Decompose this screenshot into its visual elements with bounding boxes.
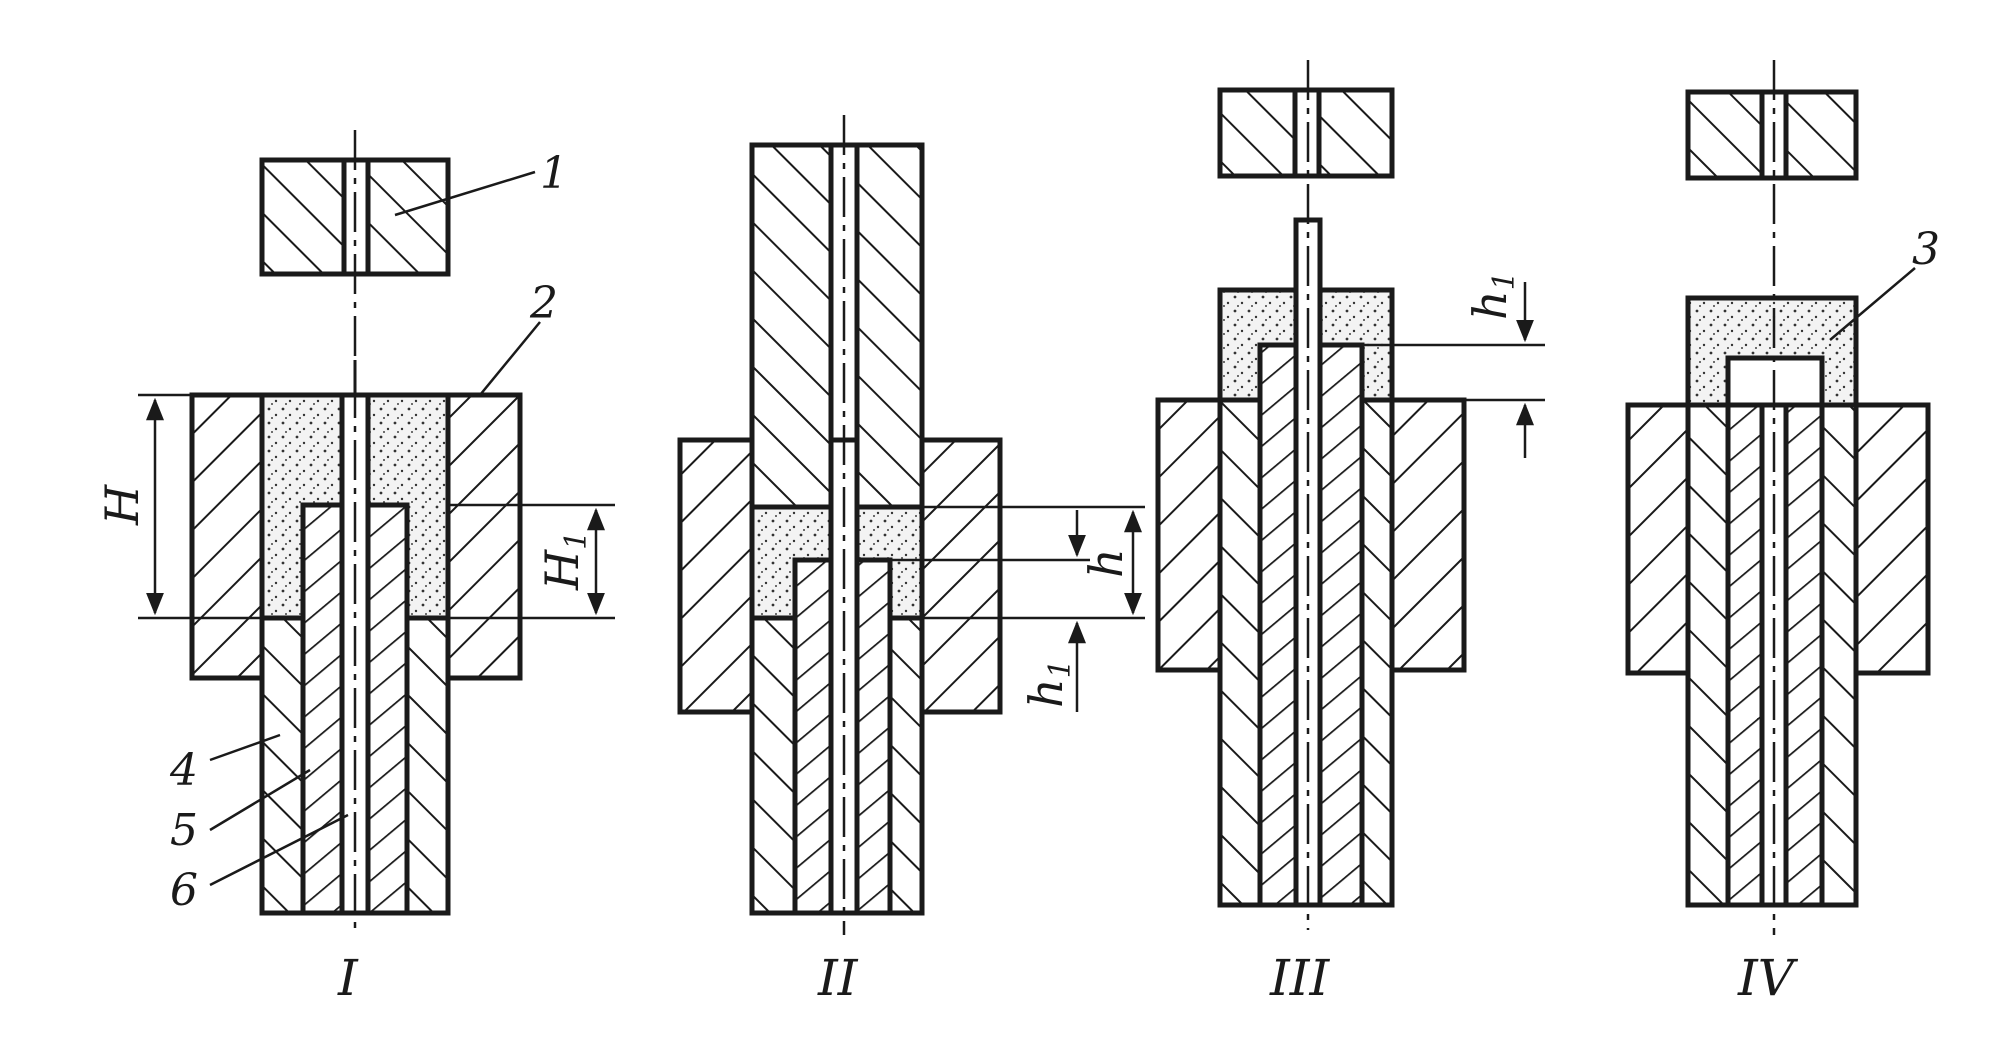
dim-label-h1-stage3: h1 (1463, 271, 1522, 320)
leader-3 (1829, 267, 1916, 341)
dim-label-H1: H1 (535, 531, 594, 591)
stage-4-drawing (1625, 60, 1931, 935)
part-label-6: 6 (170, 865, 198, 916)
leader-4 (209, 733, 281, 762)
stage-3-drawing (1155, 60, 1467, 930)
leader-2 (479, 321, 541, 396)
part-label-1: 1 (540, 148, 568, 199)
part-label-3: 3 (1912, 224, 1940, 275)
dim-label-h: h (1079, 548, 1133, 578)
leader-1 (394, 170, 536, 217)
dim-label-H: H (95, 484, 149, 526)
dim-label-h1-stage2: h1 (1019, 659, 1078, 708)
stage-caption-4: IV (1737, 949, 1799, 1007)
part-label-2: 2 (529, 278, 558, 329)
dimension-lines (138, 170, 1916, 887)
stage-1-drawing (189, 130, 523, 935)
stage-caption-1: I (337, 949, 359, 1007)
stage-caption-2: II (817, 949, 859, 1007)
stage-2-drawing (677, 115, 1003, 935)
leader-5 (209, 768, 311, 832)
stage-caption-3: III (1269, 949, 1331, 1007)
part-label-5: 5 (170, 805, 198, 856)
leader-6 (209, 813, 349, 887)
part-label-4: 4 (169, 745, 198, 796)
